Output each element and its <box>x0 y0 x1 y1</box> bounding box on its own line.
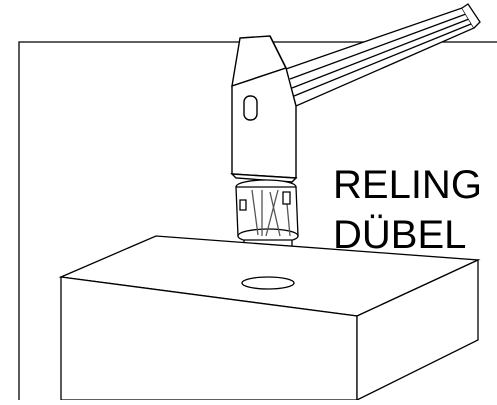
hammer-handle <box>286 4 480 106</box>
frame-border <box>19 42 497 400</box>
label-reling: RELING <box>333 163 482 207</box>
block-icon <box>61 236 478 400</box>
hammer-icon <box>232 36 296 182</box>
label-duebel: DÜBEL <box>333 213 467 257</box>
